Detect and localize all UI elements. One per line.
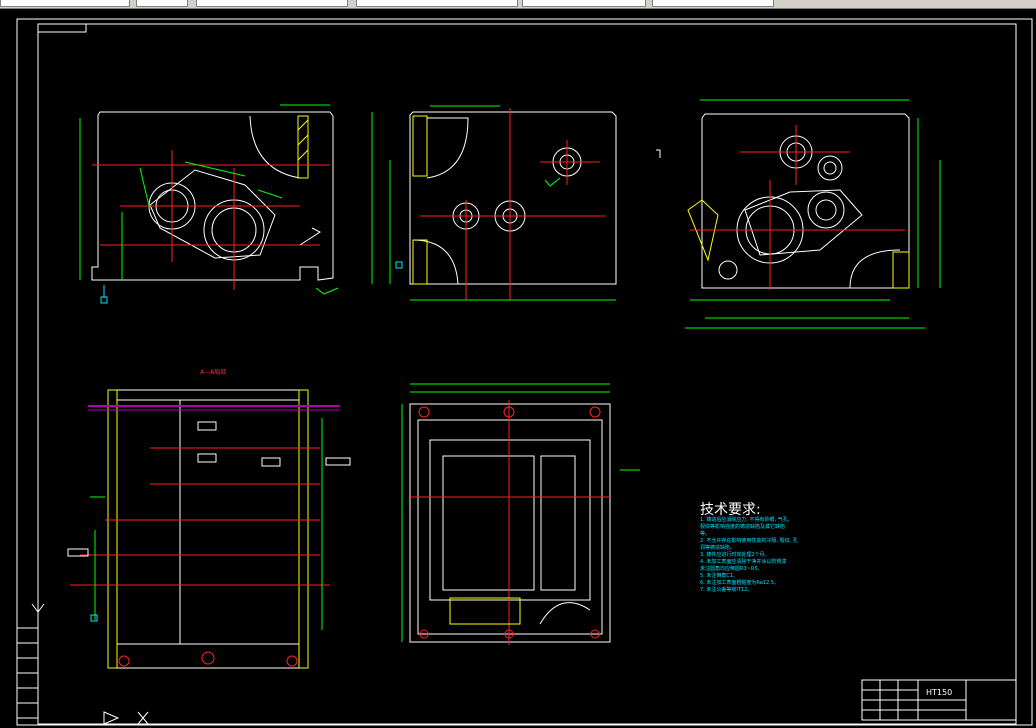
- title-block: [861, 679, 1017, 721]
- tech-requirement-line: 未注圆角均应倒圆R3~R5。: [700, 566, 763, 572]
- tech-requirement-line: 洞等铸造缺陷。: [700, 545, 736, 551]
- toolbar-field[interactable]: [0, 0, 130, 7]
- tech-requirement-line: 5. 未注倒角C1。: [700, 573, 739, 579]
- drawing-canvas[interactable]: A—A局部 技术要求: 1. 铸造后应消除应力, 不得有砂眼, 气孔, 裂纹等影…: [0, 9, 1036, 728]
- section-label: A—A局部: [200, 369, 227, 376]
- rear-view: [656, 99, 941, 329]
- tech-requirement-line: 7. 未注公差等级IT12。: [700, 587, 753, 593]
- tech-requirement-line: 等。: [700, 531, 711, 537]
- tech-requirement-line: 4. 未加工表面应清除干净并涂以防锈漆: [700, 559, 787, 565]
- cad-drawing: [16, 18, 1033, 726]
- toolbar-field[interactable]: [356, 0, 518, 7]
- toolbar-field[interactable]: [136, 0, 188, 7]
- ucs-icon: [31, 603, 149, 725]
- toolbar-field[interactable]: [196, 0, 348, 7]
- front-view: [79, 104, 339, 304]
- drawing-frame: [16, 18, 1033, 726]
- tech-requirements-list: 1. 铸造后应消除应力, 不得有砂眼, 气孔, 裂纹等影响强度的铸造缺陷及其它缺…: [700, 517, 830, 594]
- toolbar: [0, 0, 1036, 9]
- tech-requirement-line: 1. 铸造后应消除应力, 不得有砂眼, 气孔,: [700, 517, 790, 523]
- tech-requirement-line: 3. 铸件应进行时效处理2个月。: [700, 552, 770, 558]
- revision-block: [16, 627, 39, 719]
- side-view: [371, 105, 617, 301]
- tech-requirement-line: 裂纹等影响强度的铸造缺陷及其它缺陷: [700, 524, 786, 530]
- tech-requirements-title: 技术要求:: [700, 502, 761, 518]
- material-label: HT150: [926, 688, 953, 697]
- tech-requirement-line: 2. 不允许存在影响使用性能的冷隔, 裂纹, 孔: [700, 538, 798, 544]
- section-view: [67, 389, 351, 669]
- plan-view: [401, 383, 640, 645]
- toolbar-field[interactable]: [652, 0, 774, 7]
- tech-requirement-line: 6. 未注加工表面粗糙度为Ra12.5。: [700, 580, 779, 586]
- toolbar-field[interactable]: [522, 0, 646, 7]
